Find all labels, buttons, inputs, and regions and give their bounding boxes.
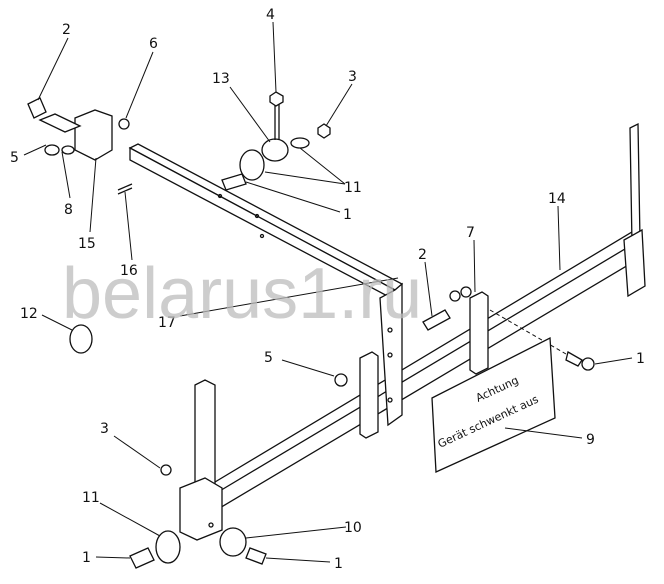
callout: 2	[418, 247, 427, 263]
reflector	[155, 530, 181, 564]
callout: 11	[344, 180, 362, 196]
callout: 1	[82, 550, 91, 566]
bolt	[565, 351, 583, 367]
reflector	[239, 149, 265, 181]
callout: 14	[548, 191, 566, 207]
clamp-bracket-right	[469, 291, 489, 375]
callout: 4	[266, 7, 275, 23]
callout: 1	[334, 556, 343, 572]
callout: 3	[100, 421, 109, 437]
callout: 12	[20, 306, 38, 322]
left-post	[179, 379, 223, 541]
upper-arm	[128, 143, 404, 427]
callout: 5	[264, 350, 273, 366]
callout: 3	[348, 69, 357, 85]
bolt	[422, 309, 451, 331]
reflector	[69, 324, 93, 354]
callout: 10	[344, 520, 362, 536]
callout: 9	[586, 432, 595, 448]
callout: 11	[82, 490, 100, 506]
right-post	[623, 122, 646, 298]
callout: 5	[10, 150, 19, 166]
callout: 13	[212, 71, 230, 87]
callout-labels: 2 6 4 3 13 5 8 15 16 11 1 14 7 2 12 17 5…	[10, 7, 645, 572]
leader-lines	[23, 21, 633, 563]
callout: 1	[636, 351, 645, 367]
callout: 16	[120, 263, 138, 279]
callout: 15	[78, 236, 96, 252]
watermark: belarus1.ru	[62, 254, 422, 334]
warning-sign: Achtung Gerät schwenkt aus	[431, 336, 556, 473]
clamp-bracket-left	[359, 351, 379, 439]
callout: 6	[149, 36, 158, 52]
hitch-bracket	[74, 109, 113, 161]
callout: 17	[158, 315, 176, 331]
callout: 7	[466, 225, 475, 241]
nut	[334, 373, 348, 387]
callout: 8	[64, 202, 73, 218]
callout: 2	[62, 22, 71, 38]
reflector	[219, 527, 247, 557]
callout: 1	[343, 207, 352, 223]
